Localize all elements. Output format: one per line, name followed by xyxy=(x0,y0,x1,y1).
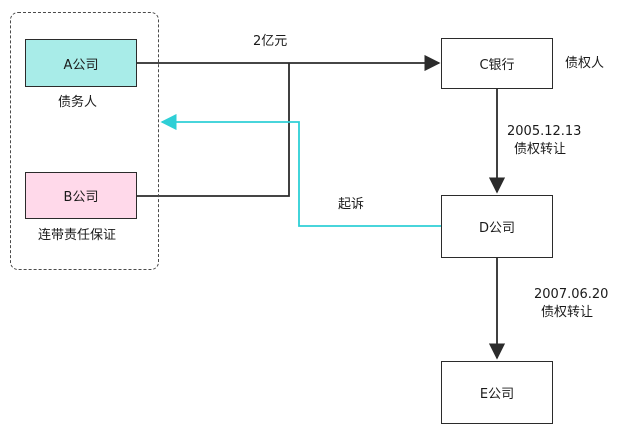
debtor-label: 债务人 xyxy=(58,95,98,110)
loan-amount-label: 2亿元 xyxy=(253,34,288,49)
guarantor-label: 连带责任保证 xyxy=(38,228,117,243)
transfer2-date-label: 2007.06.20 xyxy=(534,287,609,302)
node-company-b: B公司 xyxy=(25,172,137,219)
transfer1-text-label: 债权转让 xyxy=(514,142,567,157)
lawsuit-arrow-d-to-group xyxy=(160,113,441,227)
node-company-a: A公司 xyxy=(25,39,137,87)
creditor-label: 债权人 xyxy=(565,56,605,71)
debtor-guarantor-group xyxy=(10,12,159,270)
lawsuit-label: 起诉 xyxy=(338,197,365,212)
transfer2-text-label: 债权转让 xyxy=(541,305,594,320)
transfer1-date-label: 2005.12.13 xyxy=(507,124,582,139)
node-company-e: E公司 xyxy=(441,361,553,424)
node-company-d-label: D公司 xyxy=(478,221,515,236)
node-bank-c-label: C银行 xyxy=(479,58,515,73)
node-company-b-label: B公司 xyxy=(63,190,99,205)
guarantee-line-b xyxy=(137,63,290,197)
node-company-d: D公司 xyxy=(441,195,553,258)
node-company-e-label: E公司 xyxy=(479,387,515,402)
node-bank-c: C银行 xyxy=(441,38,553,89)
node-company-a-label: A公司 xyxy=(63,57,99,73)
